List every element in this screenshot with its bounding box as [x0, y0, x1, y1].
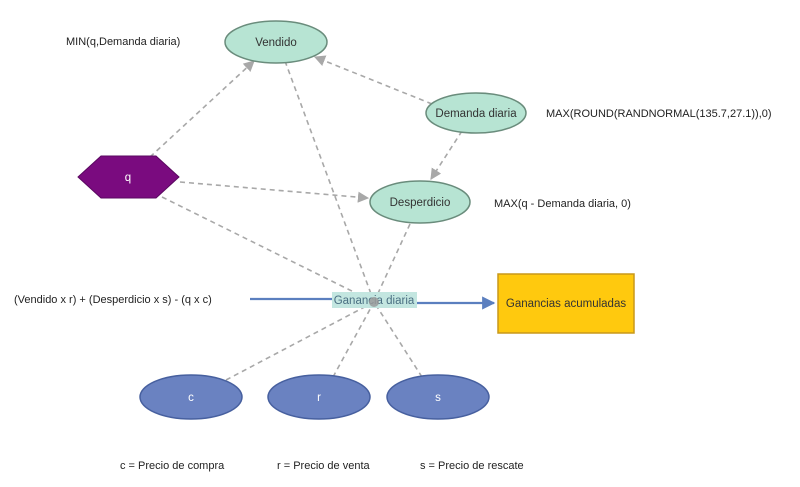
edge-demanda-to-desperdicio — [430, 130, 463, 180]
node-c-label: c — [188, 392, 194, 404]
node-s[interactable]: s — [386, 374, 490, 420]
edge-vendido-to-ganancia — [284, 60, 375, 303]
legend-c: c = Precio de compra — [120, 460, 225, 472]
formula-demanda-diaria: MAX(ROUND(RANDNORMAL(135.7,27.1)),0) — [546, 108, 772, 120]
node-desperdicio-label: Desperdicio — [390, 197, 451, 209]
node-ganancias-acumuladas-label: Ganancias acumuladas — [506, 298, 626, 310]
node-vendido[interactable]: Vendido — [224, 20, 328, 64]
formula-desperdicio: MAX(q - Demanda diaria, 0) — [494, 198, 631, 210]
edge-q-to-vendido — [149, 60, 255, 158]
node-q-label: q — [125, 172, 131, 184]
formula-ganancia-diaria: (Vendido x r) + (Desperdicio x s) - (q x… — [14, 294, 212, 306]
node-r-label: r — [317, 392, 321, 404]
node-ganancias-acumuladas[interactable]: Ganancias acumuladas — [497, 273, 635, 334]
node-r[interactable]: r — [267, 374, 371, 420]
formula-vendido: MIN(q,Demanda diaria) — [66, 36, 181, 48]
node-q[interactable]: q — [77, 155, 180, 199]
edge-c-to-ganancia — [225, 301, 375, 381]
legend-s: s = Precio de rescate — [420, 460, 524, 472]
node-demanda-diaria-label: Demanda diaria — [435, 108, 517, 120]
legend-r: r = Precio de venta — [277, 460, 370, 472]
edge-r-to-ganancia — [332, 301, 375, 378]
node-s-label: s — [435, 392, 441, 404]
node-ganancia-diaria[interactable]: Ganancia diaria — [332, 292, 417, 308]
edge-q-to-desperdicio — [179, 181, 370, 203]
node-demanda-diaria[interactable]: Demanda diaria — [425, 92, 527, 134]
edge-s-to-ganancia — [373, 301, 423, 378]
edge-q-to-ganancia — [161, 196, 375, 303]
edge-demanda-to-vendido — [313, 55, 433, 105]
ganancia-hub-icon — [369, 297, 379, 307]
node-c[interactable]: c — [139, 374, 243, 420]
node-desperdicio[interactable]: Desperdicio — [369, 180, 471, 224]
node-vendido-label: Vendido — [255, 37, 297, 49]
edge-desperdicio-to-ganancia — [373, 223, 411, 303]
